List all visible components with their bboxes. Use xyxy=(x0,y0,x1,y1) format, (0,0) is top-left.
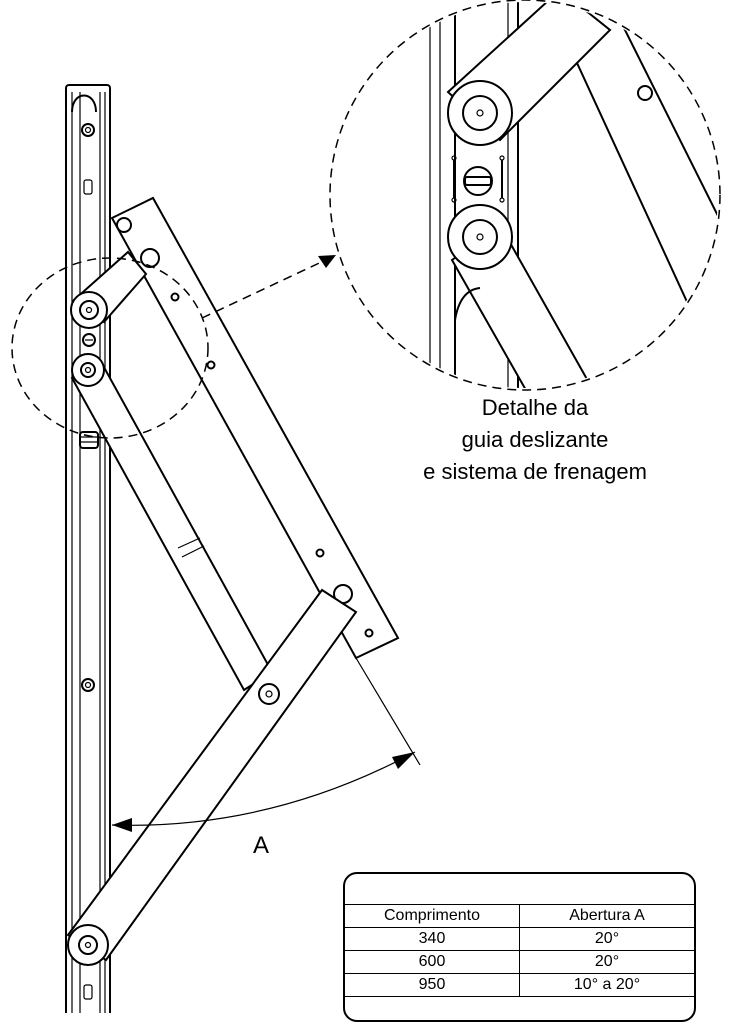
detail-callout xyxy=(11,0,721,439)
caption-line-1: Detalhe da xyxy=(481,395,589,420)
detail-caption: Detalhe da guia deslizante e sistema de … xyxy=(375,392,695,488)
table-row: 340 20° xyxy=(345,927,694,951)
upper-link xyxy=(70,250,148,329)
header-length: Comprimento xyxy=(345,904,520,928)
spec-table: Comprimento Abertura A 340 20° 600 20° 9… xyxy=(343,872,696,1022)
caption-line-2: guia deslizante xyxy=(461,427,609,452)
brake-detail-small xyxy=(82,333,96,347)
enlarged-detail xyxy=(429,2,718,388)
cell-opening: 20° xyxy=(519,927,694,951)
table-row: 950 10° a 20° xyxy=(345,973,694,997)
cell-opening: 10° a 20° xyxy=(519,973,694,997)
cell-length: 340 xyxy=(345,927,520,951)
table-header-row: Comprimento Abertura A xyxy=(345,904,694,928)
cell-length: 950 xyxy=(345,973,520,997)
support-arm xyxy=(66,588,358,966)
spec-table-grid: Comprimento Abertura A 340 20° 600 20° 9… xyxy=(345,904,694,997)
frame-rail xyxy=(65,84,111,1013)
table-row: 600 20° xyxy=(345,950,694,974)
caption-line-3: e sistema de frenagem xyxy=(423,459,647,484)
cell-length: 600 xyxy=(345,950,520,974)
cell-opening: 20° xyxy=(519,950,694,974)
angle-dimension xyxy=(111,657,421,832)
sash-arm xyxy=(110,196,400,660)
angle-a-label: A xyxy=(253,832,270,859)
lower-pivot xyxy=(71,353,105,387)
header-opening: Abertura A xyxy=(519,904,694,928)
